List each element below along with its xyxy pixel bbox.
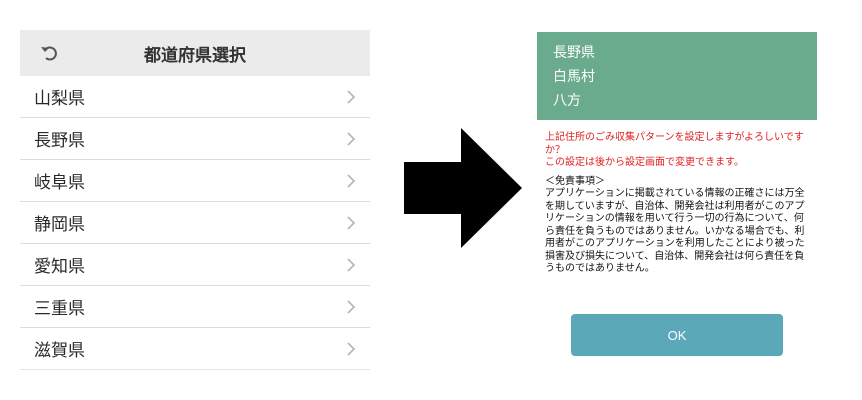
page-title: 都道府県選択	[144, 45, 246, 66]
confirm-note: この設定は後から設定画面で変更できます。	[545, 157, 744, 168]
prefecture-list: 山梨県 長野県 岐阜県 静岡県 愛知県 三重県 滋賀県	[20, 76, 370, 370]
list-item[interactable]: 山梨県	[20, 76, 370, 118]
address-box: 長野県 白馬村 八方	[537, 32, 817, 120]
address-area: 八方	[553, 93, 581, 109]
confirm-message: 上記住所のごみ収集パターンを設定しますがよろしいですか？ この設定は後から設定画…	[545, 132, 809, 170]
list-item[interactable]: 三重県	[20, 286, 370, 328]
list-item[interactable]: 滋賀県	[20, 328, 370, 370]
confirmation-screen: 長野県 白馬村 八方 上記住所のごみ収集パターンを設定しますがよろしいですか？ …	[537, 32, 817, 368]
disclaimer-body: アプリケーションに掲載されている情報の正確さには万全を期していますが、自治体、開…	[545, 188, 805, 274]
chevron-right-icon	[347, 89, 356, 104]
list-item[interactable]: 愛知県	[20, 244, 370, 286]
list-header: 都道府県選択	[20, 30, 370, 76]
chevron-right-icon	[347, 131, 356, 146]
address-prefecture: 長野県	[553, 45, 595, 61]
list-item-label: 愛知県	[34, 257, 85, 277]
list-item-label: 岐阜県	[34, 173, 85, 193]
undo-arrow-icon	[41, 46, 57, 61]
list-item[interactable]: 岐阜県	[20, 160, 370, 202]
confirm-question: 上記住所のごみ収集パターンを設定しますがよろしいですか？	[545, 132, 804, 156]
message-block: 上記住所のごみ収集パターンを設定しますがよろしいですか？ この設定は後から設定画…	[537, 120, 817, 276]
list-item-label: 静岡県	[34, 215, 85, 235]
ok-button[interactable]: OK	[571, 314, 783, 356]
list-item-label: 山梨県	[34, 89, 85, 109]
address-municipality: 白馬村	[553, 69, 595, 85]
chevron-right-icon	[347, 341, 356, 356]
list-item[interactable]: 長野県	[20, 118, 370, 160]
disclaimer-title: ＜免責事項＞	[545, 175, 605, 187]
list-item-label: 長野県	[34, 131, 85, 151]
list-item-label: 三重県	[34, 299, 85, 319]
list-item[interactable]: 静岡県	[20, 202, 370, 244]
chevron-right-icon	[347, 173, 356, 188]
chevron-right-icon	[347, 257, 356, 272]
chevron-right-icon	[347, 215, 356, 230]
list-item-label: 滋賀県	[34, 341, 85, 361]
prefecture-select-screen: 都道府県選択 山梨県 長野県 岐阜県 静岡県 愛知県 三重県 滋賀県	[20, 30, 370, 370]
chevron-right-icon	[347, 299, 356, 314]
right-arrow-icon	[404, 128, 522, 248]
back-button[interactable]	[36, 39, 64, 67]
